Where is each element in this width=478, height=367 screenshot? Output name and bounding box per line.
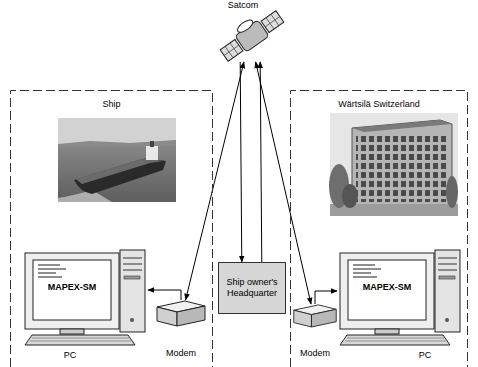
site-region: Ship MAPEX-SM PC Modem	[10, 90, 213, 367]
box-label: Ship owner's Headquarter	[222, 277, 282, 299]
text-slot: Wärtsilä Switzerland	[289, 99, 469, 110]
text-slot: Modem	[154, 348, 208, 359]
satellite-node: Satcom	[205, 0, 295, 62]
device-label: Modem	[154, 348, 208, 359]
text-slot: PC	[51, 350, 89, 361]
device-label: PC	[406, 350, 444, 361]
pc-workstation: MAPEX-SM PC	[337, 248, 463, 364]
text-slot: PC	[406, 350, 444, 361]
pc-icon	[337, 248, 463, 348]
region-label: Ship	[9, 99, 214, 110]
screen-title: MAPEX-SM	[33, 282, 111, 293]
modem-icon	[292, 304, 338, 329]
device-label: Modem	[288, 348, 342, 359]
ship-photo	[58, 118, 176, 202]
region-border	[11, 91, 213, 367]
region-border	[291, 91, 468, 367]
link-arrow	[240, 62, 242, 262]
text-slot: Ship	[9, 99, 214, 110]
text-slot: MAPEX-SM	[33, 282, 111, 293]
text-slot: Modem	[288, 348, 342, 359]
modem-box: Modem	[155, 300, 207, 362]
text-slot: MAPEX-SM	[348, 282, 426, 293]
screen-title: MAPEX-SM	[348, 282, 426, 293]
link-arrow	[260, 62, 262, 262]
pc-icon	[22, 248, 148, 348]
building-photo	[329, 113, 458, 216]
pc-workstation: MAPEX-SM PC	[22, 248, 148, 364]
link-arrow	[148, 290, 181, 300]
modem-icon	[155, 300, 207, 328]
link-arrow	[315, 291, 337, 304]
satellite-label: Satcom	[222, 0, 264, 11]
modem-box: Modem	[292, 304, 338, 362]
device-label: PC	[51, 350, 89, 361]
site-region: Wärtsilä Switzerland Modem MAPEX-SM PC	[290, 90, 468, 367]
headquarter-box: Ship owner's Headquarter	[218, 262, 286, 314]
text-slot: Satcom	[222, 0, 264, 11]
region-label: Wärtsilä Switzerland	[289, 99, 469, 110]
